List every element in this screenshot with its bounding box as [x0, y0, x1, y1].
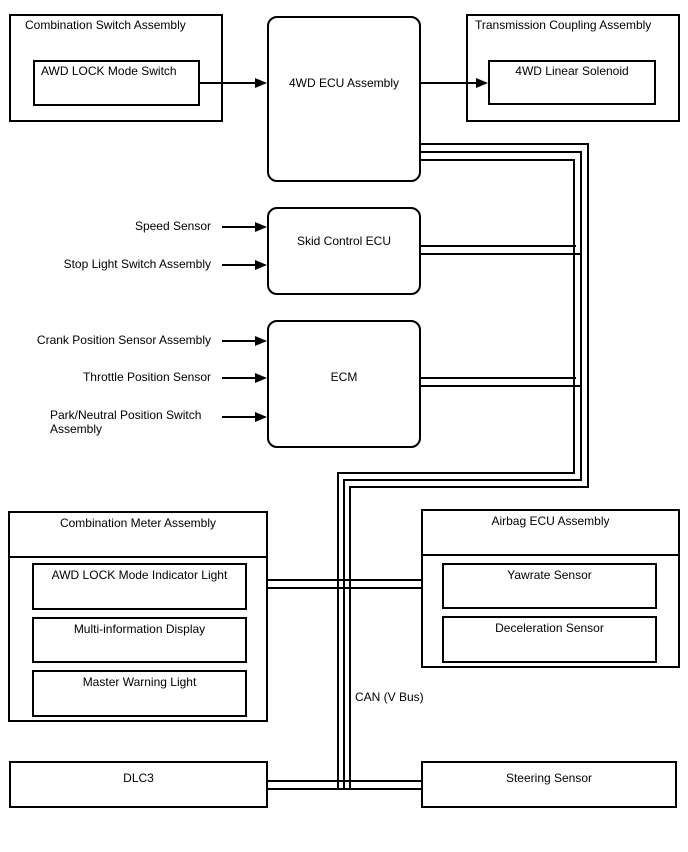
arrow-line [222, 340, 257, 342]
arrow-line [222, 264, 257, 266]
arrow-line [421, 82, 478, 84]
deceleration-sensor-label: Deceleration Sensor [495, 621, 604, 635]
arrow-line [222, 226, 257, 228]
stop-light-switch-assembly-label: Stop Light Switch Assembly [63, 257, 211, 271]
can-bus-line [268, 788, 421, 790]
can-bus-line [337, 472, 339, 790]
can-v-bus-label: CAN (V Bus) [355, 690, 424, 704]
airbag-ecu-assembly-title: Airbag ECU Assembly [491, 514, 610, 528]
transmission-coupling-assembly-title: Transmission Coupling Assembly [475, 18, 652, 32]
divider [421, 554, 680, 556]
combination-meter-assembly-box: Combination Meter Assembly AWD LOCK Mode… [8, 511, 268, 722]
awd-linear-solenoid-box: 4WD Linear Solenoid [488, 60, 656, 105]
can-bus-line [268, 587, 421, 589]
can-bus-line [343, 479, 582, 481]
throttle-position-sensor-label: Throttle Position Sensor [82, 370, 211, 384]
awd-ecu-assembly-title: 4WD ECU Assembly [288, 76, 400, 90]
ecm-box: ECM [267, 320, 421, 448]
skid-control-ecu-box: Skid Control ECU [267, 207, 421, 295]
can-bus-line [268, 579, 421, 581]
arrow-right-icon [476, 78, 488, 88]
speed-sensor-label: Speed Sensor [134, 219, 211, 233]
arrow-line [222, 377, 257, 379]
can-bus-line [349, 486, 351, 790]
can-bus-line [580, 151, 582, 481]
deceleration-sensor-box: Deceleration Sensor [442, 616, 657, 663]
airbag-ecu-assembly-box: Airbag ECU Assembly Yawrate Sensor Decel… [421, 509, 680, 668]
multi-information-display-label: Multi-information Display [73, 622, 206, 636]
arrow-right-icon [255, 260, 267, 270]
dlc3-box: DLC3 [9, 761, 268, 808]
arrow-right-icon [255, 222, 267, 232]
crank-position-sensor-assembly-label: Crank Position Sensor Assembly [36, 333, 211, 347]
arrow-line [222, 416, 257, 418]
can-bus-line [421, 159, 575, 161]
transmission-coupling-assembly-box: Transmission Coupling Assembly 4WD Linea… [466, 14, 680, 122]
can-bus-line [421, 143, 589, 145]
ecm-title: ECM [330, 370, 358, 384]
master-warning-light-label: Master Warning Light [82, 675, 197, 689]
multi-information-display-box: Multi-information Display [32, 617, 247, 663]
awd-linear-solenoid-label: 4WD Linear Solenoid [515, 64, 629, 78]
can-bus-line [421, 377, 576, 379]
arrow-right-icon [255, 373, 267, 383]
combination-switch-assembly-box: Combination Switch Assembly AWD LOCK Mod… [9, 14, 223, 122]
can-bus-line [349, 486, 589, 488]
arrow-right-icon [255, 412, 267, 422]
combination-meter-assembly-title: Combination Meter Assembly [59, 516, 217, 530]
can-bus-line [268, 780, 421, 782]
park-neutral-position-switch-assembly-label: Park/Neutral Position Switch Assembly [50, 408, 202, 436]
can-bus-line [337, 472, 575, 474]
can-bus-line [343, 479, 345, 790]
arrow-line [200, 82, 257, 84]
arrow-right-icon [255, 336, 267, 346]
awd-lock-mode-switch-label: AWD LOCK Mode Switch [41, 64, 177, 78]
divider [8, 556, 268, 558]
can-bus-line [421, 151, 582, 153]
steering-sensor-box: Steering Sensor [421, 761, 677, 808]
steering-sensor-label: Steering Sensor [505, 771, 593, 785]
awd-ecu-assembly-box: 4WD ECU Assembly [267, 16, 421, 182]
dlc3-label: DLC3 [123, 771, 154, 785]
combination-switch-assembly-title: Combination Switch Assembly [25, 18, 186, 32]
can-bus-line [587, 143, 589, 488]
arrow-right-icon [255, 78, 267, 88]
can-bus-line [421, 253, 582, 255]
yawrate-sensor-label: Yawrate Sensor [507, 568, 592, 582]
can-bus-line [421, 245, 576, 247]
awd-lock-mode-switch-box: AWD LOCK Mode Switch [33, 60, 200, 106]
can-bus-line [421, 385, 582, 387]
awd-lock-mode-indicator-light-label: AWD LOCK Mode Indicator Light [51, 568, 228, 582]
master-warning-light-box: Master Warning Light [32, 670, 247, 717]
yawrate-sensor-box: Yawrate Sensor [442, 563, 657, 609]
skid-control-ecu-title: Skid Control ECU [296, 234, 392, 248]
awd-lock-mode-indicator-light-box: AWD LOCK Mode Indicator Light [32, 563, 247, 610]
can-bus-line [573, 159, 575, 474]
